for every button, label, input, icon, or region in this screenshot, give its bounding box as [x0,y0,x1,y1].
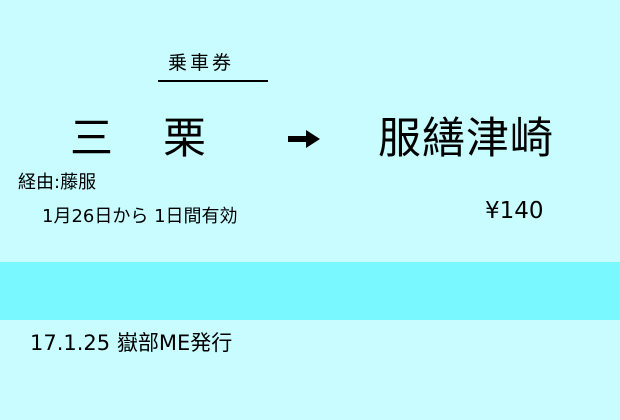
magnetic-stripe-band [0,262,620,320]
ticket-type-underline [158,80,268,82]
fare-amount: ¥140 [485,198,544,224]
arrow-right-icon [288,130,320,148]
from-station: 三栗 [70,114,256,164]
to-station: 服繕津崎 [378,114,554,164]
route-via: 経由:藤服 [18,172,97,193]
validity-period: 1月26日から 1日間有効 [42,206,238,227]
ticket-type-label: 乗車券 [168,52,235,74]
issue-info: 17.1.25 嶽部ME発行 [30,331,233,355]
